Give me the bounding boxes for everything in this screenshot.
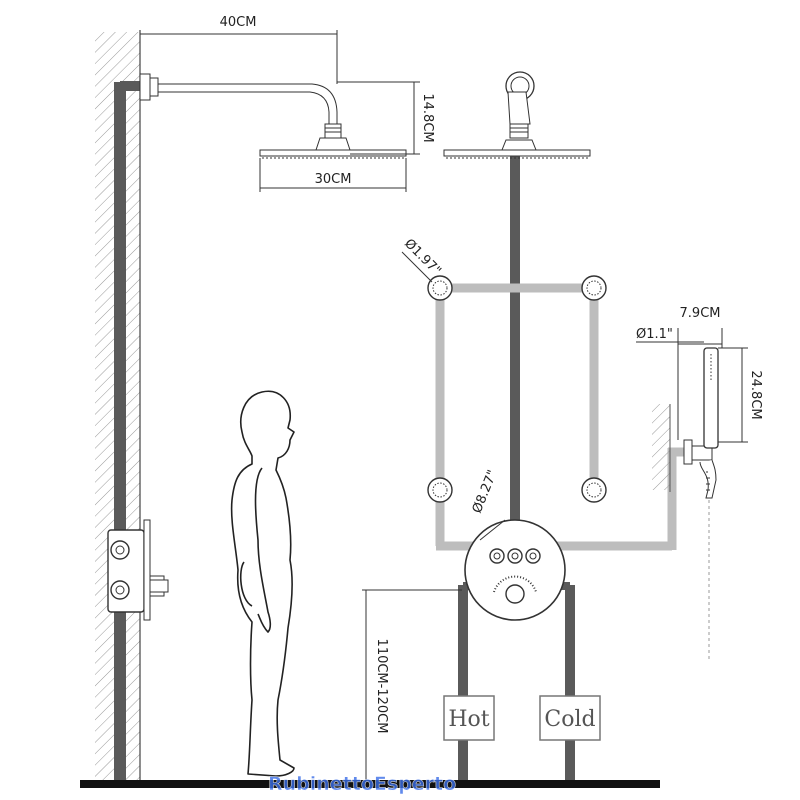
watermark: RubinettoEsperto [268,773,457,796]
dimension-arm-length: 40CM [140,15,338,84]
arm-length-text: 40CM [220,15,257,30]
shower-head-side [259,149,407,159]
handheld-shower [683,347,719,660]
dimension-head-width: 30CM [259,158,407,192]
cold-label-text: Cold [544,707,595,732]
svg-text:RubinettoEsperto: RubinettoEsperto [268,773,456,795]
hot-label-text: Hot [448,707,489,732]
dimension-handheld-length: 24.8CM [718,347,763,443]
watermark-part1: Rubinetto [268,773,374,795]
dimension-head-height: 14.8CM [337,81,435,155]
valve-diameter-text: Ø8.27" [470,468,501,516]
handheld-length-text: 24.8CM [748,370,763,419]
valve-height-text: 110CM-120CM [374,639,389,734]
watermark-part2: Esperto [374,773,456,795]
body-jet-top-right [581,275,607,301]
dimension-jet-diameter: Ø1.97" [401,236,444,283]
handheld-diameter-text: Ø1.1" [636,327,673,342]
handheld-width-text: 7.9CM [680,306,721,321]
floor [80,780,660,788]
shower-arm [139,73,351,151]
shower-head-front [443,149,591,159]
human-figure [230,390,295,777]
handheld-wall-section [652,404,671,492]
dimension-handheld-diameter: Ø1.1" [636,327,704,343]
dimension-handheld-width: 7.9CM [677,306,723,440]
body-jet-top-left [427,275,453,301]
body-jet-piping [435,283,686,551]
head-width-text: 30CM [315,172,352,187]
body-jet-bottom-left [427,477,453,503]
valve-control-front [464,519,566,621]
hot-label: Hot [443,695,495,741]
valve-side-view [107,519,169,621]
head-height-text: 14.8CM [420,93,435,142]
cold-label: Cold [539,695,601,741]
body-jet-bottom-right [581,477,607,503]
dimension-valve-height: 110CM-120CM [362,589,462,782]
shower-arm-front [501,71,537,151]
